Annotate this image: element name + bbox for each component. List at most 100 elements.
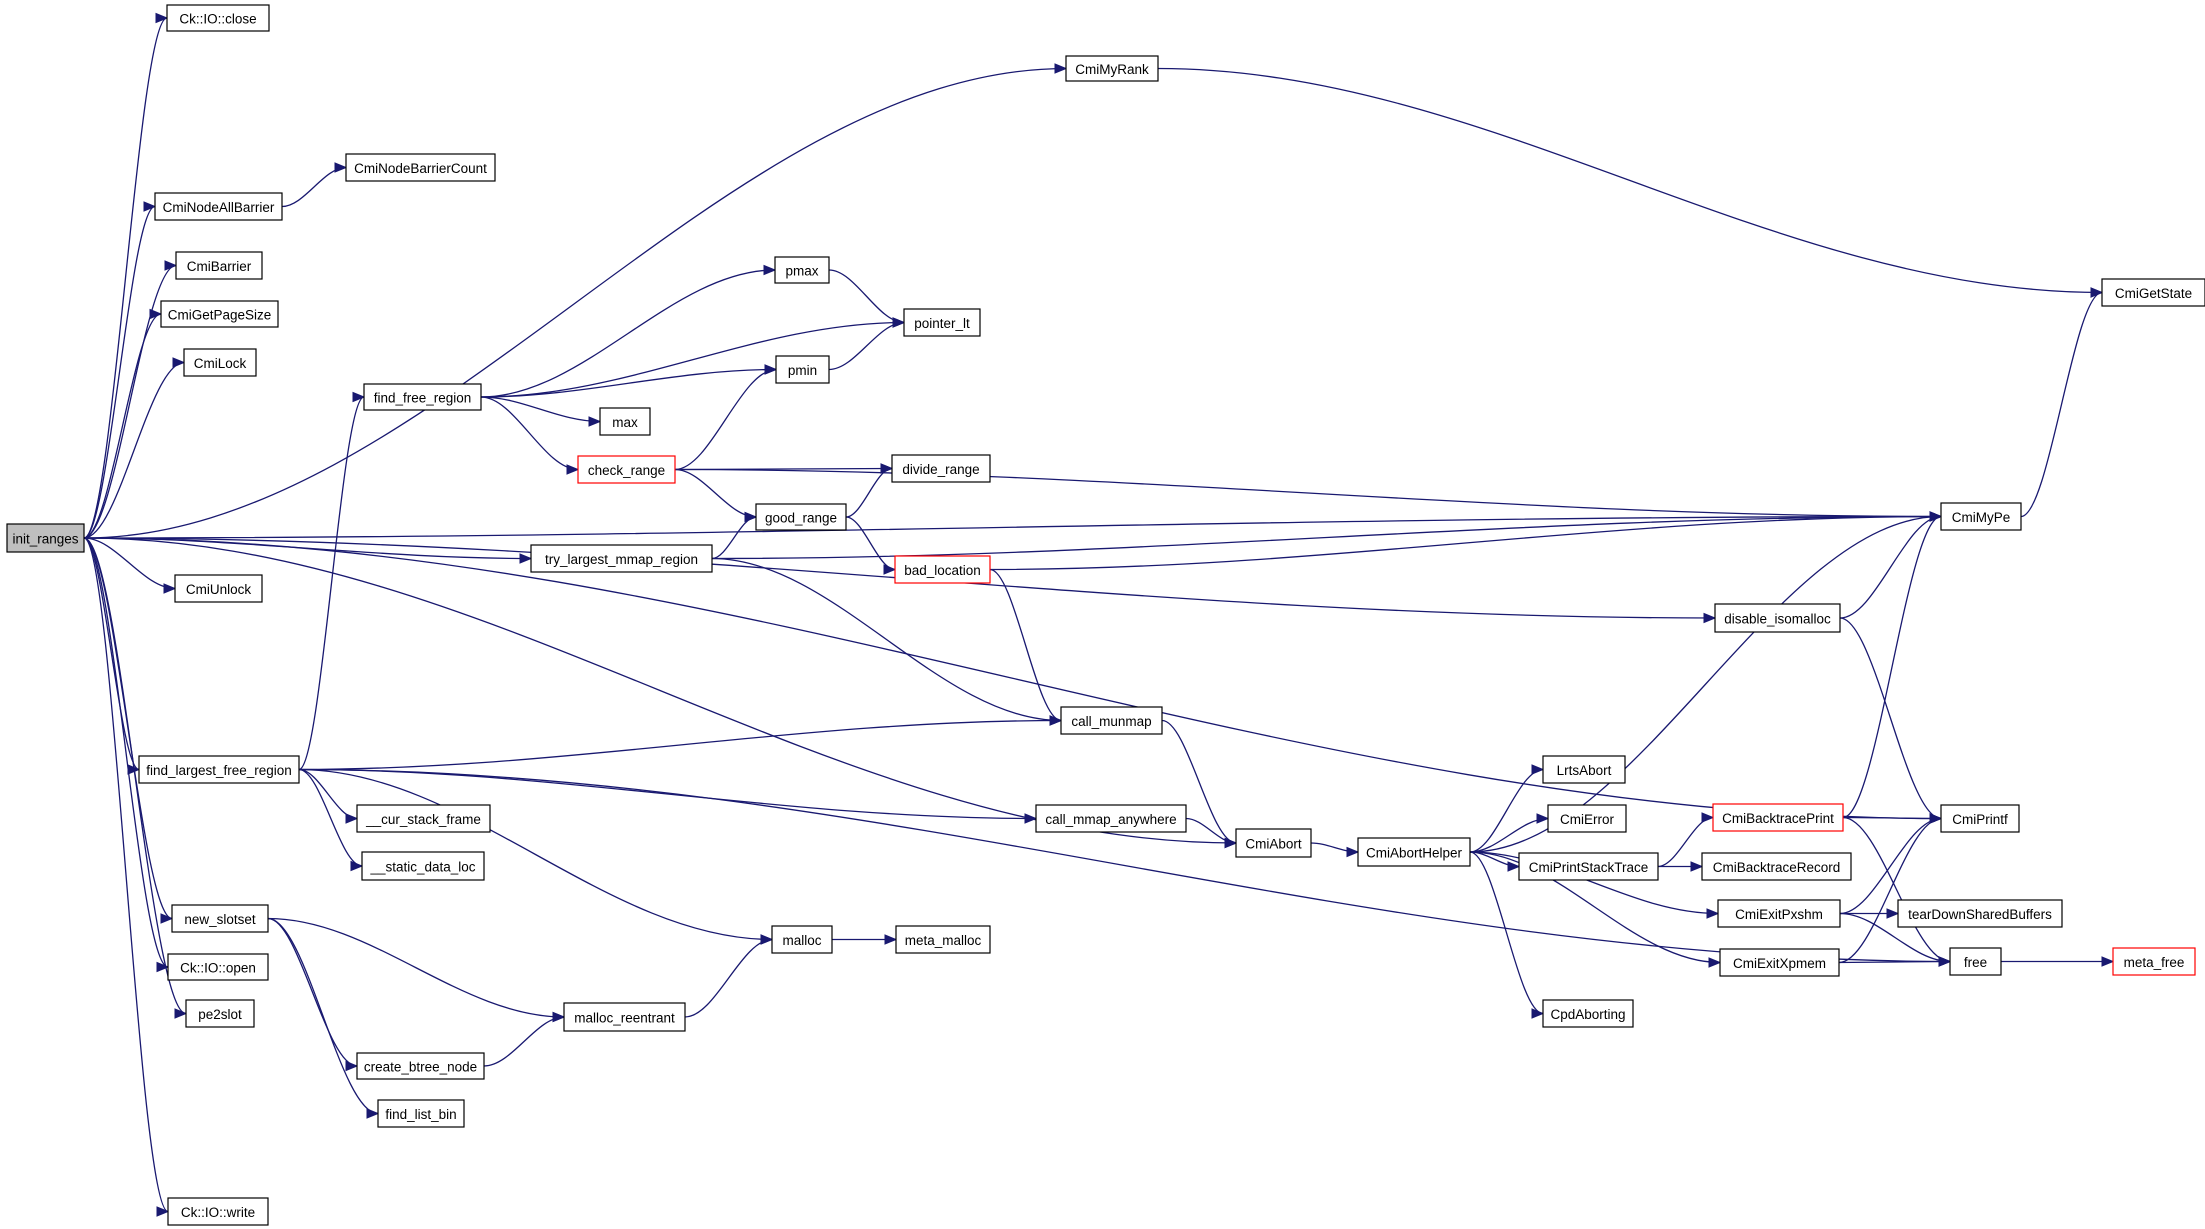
node-lrtsabort[interactable]: LrtsAbort — [1542, 755, 1626, 784]
edge-line — [1842, 816, 1951, 963]
node-ck-io-open[interactable]: Ck::IO::open — [167, 953, 269, 981]
edge-find-largest-free-region-to-call-munmap — [298, 715, 1063, 771]
edge-line — [1161, 719, 1237, 844]
node-max[interactable]: max — [599, 407, 651, 436]
node-new-slotset[interactable]: new_slotset — [171, 904, 269, 933]
node-pmax[interactable]: pmax — [774, 256, 830, 284]
edge-good-range-to-divide-range — [845, 463, 894, 518]
edge-init-ranges-to-pe2slot — [83, 537, 188, 1019]
arrowhead — [588, 416, 602, 427]
node-cmibacktraceprint[interactable]: CmiBacktracePrint — [1712, 803, 1844, 832]
arrowhead — [1690, 861, 1704, 872]
node-init-ranges[interactable]: init_ranges — [6, 523, 85, 553]
node-check-range[interactable]: check_range — [577, 455, 676, 484]
edge-line — [281, 166, 347, 208]
node-find-largest-free-region[interactable]: find_largest_free_region — [138, 755, 300, 784]
node-malloc[interactable]: malloc — [771, 925, 833, 954]
arrowhead — [1708, 957, 1722, 968]
node-cmiexitpxshm[interactable]: CmiExitPxshm — [1717, 899, 1841, 928]
node-good-range[interactable]: good_range — [755, 503, 847, 531]
edge-init-ranges-to-ck-io-write — [83, 537, 170, 1217]
node-label: create_btree_node — [364, 1060, 477, 1075]
arrowhead — [764, 364, 778, 375]
node-label: LrtsAbort — [1557, 763, 1612, 778]
node-cmigetstate[interactable]: CmiGetState — [2101, 278, 2205, 307]
arrowhead — [744, 511, 758, 523]
node-pe2slot[interactable]: pe2slot — [185, 999, 255, 1028]
node-cmilock[interactable]: CmiLock — [183, 348, 257, 377]
node-free[interactable]: free — [1949, 947, 2002, 976]
node-box — [167, 953, 269, 981]
node-ck-io-close[interactable]: Ck::IO::close — [166, 4, 270, 32]
node-pmin[interactable]: pmin — [775, 355, 830, 384]
edge-check-range-to-good-range — [674, 468, 758, 523]
node-label: pe2slot — [198, 1007, 242, 1022]
node-cmiexitxpmem[interactable]: CmiExitXpmem — [1719, 948, 1840, 977]
node-bad-location[interactable]: bad_location — [894, 555, 991, 584]
node-cmiprintstacktrace[interactable]: CmiPrintStackTrace — [1518, 852, 1659, 881]
node-cmibarrier[interactable]: CmiBarrier — [175, 251, 263, 280]
node-ck-io-write[interactable]: Ck::IO::write — [167, 1197, 269, 1226]
node-cmierror[interactable]: CmiError — [1547, 804, 1627, 833]
node-divide-range[interactable]: divide_range — [891, 454, 991, 483]
node-cminodebarriercount[interactable]: CmiNodeBarrierCount — [345, 153, 496, 182]
edge-cmiaborthelper-to-lrtsabort — [1469, 764, 1545, 853]
edge-init-ranges-to-cmigetpagesize — [83, 308, 163, 539]
edge-cmiexitxpmem-to-free — [1838, 956, 1952, 967]
node-disable-isomalloc[interactable]: disable_isomalloc — [1714, 603, 1841, 633]
edge-cmibacktraceprint-to-cmimype — [1842, 511, 1943, 819]
node-meta-malloc[interactable]: meta_malloc — [895, 925, 991, 954]
node-cur-stack-frame[interactable]: __cur_stack_frame — [356, 804, 491, 833]
node-cmiabort[interactable]: CmiAbort — [1235, 828, 1312, 858]
node-label: CmiBacktracePrint — [1722, 811, 1834, 826]
node-label: disable_isomalloc — [1724, 612, 1831, 627]
node-try-largest-mmap-region[interactable]: try_largest_mmap_region — [530, 544, 713, 573]
node-cmiunlock[interactable]: CmiUnlock — [174, 574, 263, 603]
node-cmigetpagesize[interactable]: CmiGetPageSize — [160, 300, 279, 328]
edge-cmimype-to-cmigetstate — [2020, 287, 2104, 518]
edge-line — [298, 768, 773, 941]
node-box — [1065, 55, 1159, 82]
edge-line — [1839, 817, 1942, 915]
arrowhead — [2090, 287, 2104, 298]
node-box — [1035, 804, 1187, 833]
node-create-btree-node[interactable]: create_btree_node — [356, 1052, 485, 1080]
node-label: CmiUnlock — [186, 582, 252, 597]
node-label: CmiExitXpmem — [1733, 956, 1826, 971]
edge-line — [83, 17, 168, 539]
edge-line — [83, 537, 169, 1213]
node-label: pmin — [788, 363, 817, 378]
node-box — [891, 454, 991, 483]
node-cmibacktracerecord[interactable]: CmiBacktraceRecord — [1701, 852, 1852, 881]
node-cmiprintf[interactable]: CmiPrintf — [1940, 804, 2020, 833]
node-box — [1542, 999, 1634, 1028]
edge-line — [83, 515, 1942, 539]
node-teardownsharedbuffers[interactable]: tearDownSharedBuffers — [1897, 899, 2063, 928]
node-box — [1518, 852, 1659, 881]
arrowhead — [1703, 612, 1717, 624]
node-cmimype[interactable]: CmiMyPe — [1940, 502, 2022, 531]
node-cmiaborthelper[interactable]: CmiAbortHelper — [1357, 837, 1471, 867]
node-find-list-bin[interactable]: find_list_bin — [377, 1099, 465, 1128]
node-static-data-loc[interactable]: __static_data_loc — [361, 851, 485, 881]
edge-line — [83, 361, 185, 539]
node-call-mmap-anywhere[interactable]: call_mmap_anywhere — [1035, 804, 1187, 833]
edge-cmiabort-to-cmiaborthelper — [1310, 842, 1360, 858]
node-find-free-region[interactable]: find_free_region — [363, 383, 482, 411]
node-cpdaborting[interactable]: CpdAborting — [1542, 999, 1634, 1028]
node-cmimyrank[interactable]: CmiMyRank — [1065, 55, 1159, 82]
node-malloc-reentrant[interactable]: malloc_reentrant — [563, 1002, 686, 1032]
arrowhead — [155, 12, 169, 24]
arrowhead — [345, 813, 359, 824]
edge-try-largest-mmap-region-to-call-munmap — [711, 557, 1063, 726]
edge-line — [989, 515, 1942, 571]
node-label: CmiNodeAllBarrier — [163, 200, 275, 215]
node-label: divide_range — [902, 462, 979, 477]
node-cminodeallbarrier[interactable]: CmiNodeAllBarrier — [154, 192, 283, 221]
node-pointer-lt[interactable]: pointer_lt — [903, 308, 981, 337]
node-call-munmap[interactable]: call_munmap — [1060, 706, 1163, 735]
node-meta-free[interactable]: meta_free — [2112, 947, 2196, 976]
edge-disable-isomalloc-to-cmimype — [1839, 511, 1943, 619]
node-label: __cur_stack_frame — [365, 812, 481, 827]
edge-line — [298, 768, 363, 867]
